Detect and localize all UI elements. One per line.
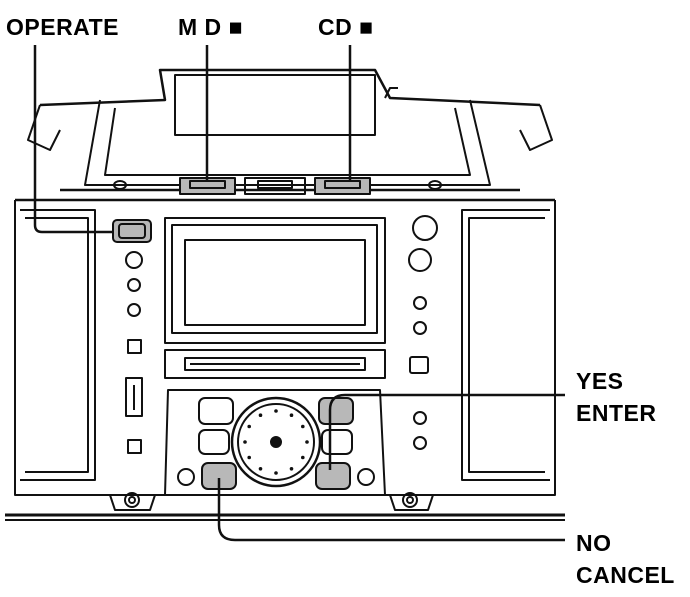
cd-stop-label: CD ■: [318, 14, 374, 40]
operate-label: OPERATE: [6, 14, 119, 40]
dial-tick: [247, 455, 251, 460]
dial-tick: [274, 409, 278, 413]
no-cancel-callout: [217, 478, 565, 542]
yes-enter-key[interactable]: [315, 462, 351, 490]
right-speaker: [461, 209, 550, 481]
dial-tick: [274, 471, 278, 475]
jog-dial-ticks: [243, 409, 309, 475]
stop-icon: ■: [359, 14, 374, 40]
top-button-row: [113, 177, 442, 195]
left-speaker: [20, 209, 96, 481]
jog-dial[interactable]: [230, 396, 322, 488]
left-button-2[interactable]: [127, 278, 141, 292]
operate-callout: [33, 45, 113, 234]
callout-lines: [33, 45, 565, 542]
disc-slot: [184, 357, 366, 371]
right-control-column: [408, 215, 438, 450]
left-button-1[interactable]: [125, 251, 143, 269]
dial-tick: [289, 413, 294, 418]
right-middle-key[interactable]: [321, 429, 353, 455]
panel-right-knob[interactable]: [357, 468, 375, 486]
left-control-column: [112, 219, 152, 454]
lcd-screen: [184, 239, 366, 326]
left-square-button-2[interactable]: [127, 439, 142, 454]
top-lid: [27, 68, 553, 192]
center-top-button[interactable]: [244, 177, 306, 195]
right-square-button[interactable]: [409, 356, 429, 374]
yes-label: YES: [576, 368, 624, 394]
right-button-3[interactable]: [413, 296, 427, 310]
right-button-6[interactable]: [413, 436, 427, 450]
feet: [109, 492, 434, 511]
control-panel: [164, 389, 386, 496]
dial-tick: [258, 413, 263, 418]
dial-tick: [301, 424, 305, 429]
left-square-button[interactable]: [127, 339, 142, 354]
no-label: NO: [576, 530, 612, 556]
right-button-large[interactable]: [412, 215, 438, 241]
cancel-label: CANCEL: [576, 562, 675, 588]
left-upper-key[interactable]: [198, 397, 234, 425]
panel-left-knob[interactable]: [177, 468, 195, 486]
dial-tick: [258, 467, 263, 471]
dial-tick: [289, 467, 294, 471]
left-slider[interactable]: [125, 377, 143, 417]
dial-tick: [243, 440, 247, 444]
right-button-2[interactable]: [408, 248, 432, 272]
right-button-4[interactable]: [413, 321, 427, 335]
md-stop-label: M D ■: [178, 14, 243, 40]
stop-icon: ■: [228, 14, 243, 40]
left-button-3[interactable]: [127, 303, 141, 317]
right-button-5[interactable]: [413, 411, 427, 425]
central-display: [164, 217, 386, 379]
enter-label: ENTER: [576, 400, 657, 426]
yes-enter-key-upper[interactable]: [318, 397, 354, 425]
dial-tick: [301, 455, 305, 460]
dial-tick: [305, 440, 309, 444]
left-middle-key[interactable]: [198, 429, 230, 455]
yes-enter-callout: [328, 393, 565, 470]
dial-tick: [247, 424, 251, 429]
